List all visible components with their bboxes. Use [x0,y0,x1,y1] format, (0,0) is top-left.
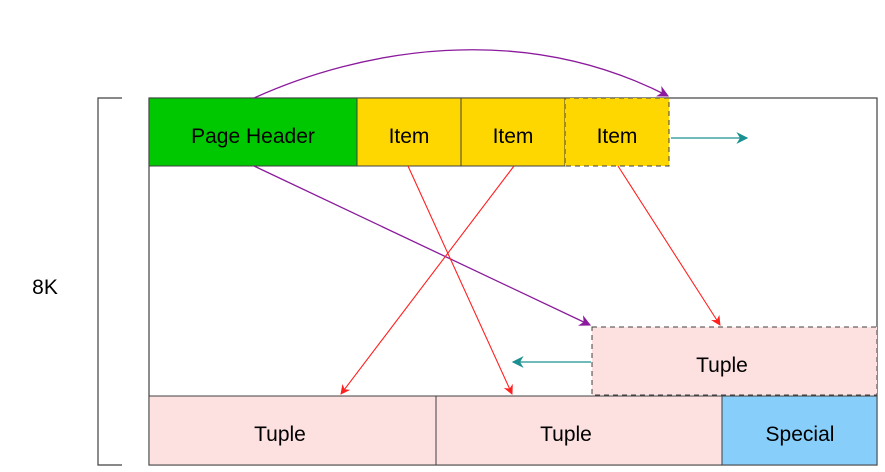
special-cell [721,395,878,466]
tuple-cell-2 [435,395,723,466]
page-header-cell [148,97,358,167]
item-label-2: Item [493,125,534,148]
item-label-1: Item [389,125,430,148]
special-label: Special [766,423,835,446]
tuple-new-label: Tuple [696,354,748,377]
item-cell-1 [356,97,462,167]
header-to-free-end-arrow [253,49,670,99]
item-cell-3 [564,97,670,167]
tuple-new-cell [591,326,878,396]
tuple-label-2: Tuple [540,423,592,446]
page-size-label: 8K [32,276,58,299]
page-header-label: Page Header [191,125,315,148]
tuple-label-1: Tuple [254,423,306,446]
item2-to-tuple1-arrow [340,165,515,395]
item1-to-tuple2-arrow [407,165,513,395]
size-bracket [97,97,122,466]
header-to-free-start-arrow [253,165,592,326]
item-cell-2 [460,97,566,167]
item3-to-tuple-new-arrow [617,165,721,326]
tuple-cell-1 [148,395,437,466]
item-label-3: Item [597,125,638,148]
